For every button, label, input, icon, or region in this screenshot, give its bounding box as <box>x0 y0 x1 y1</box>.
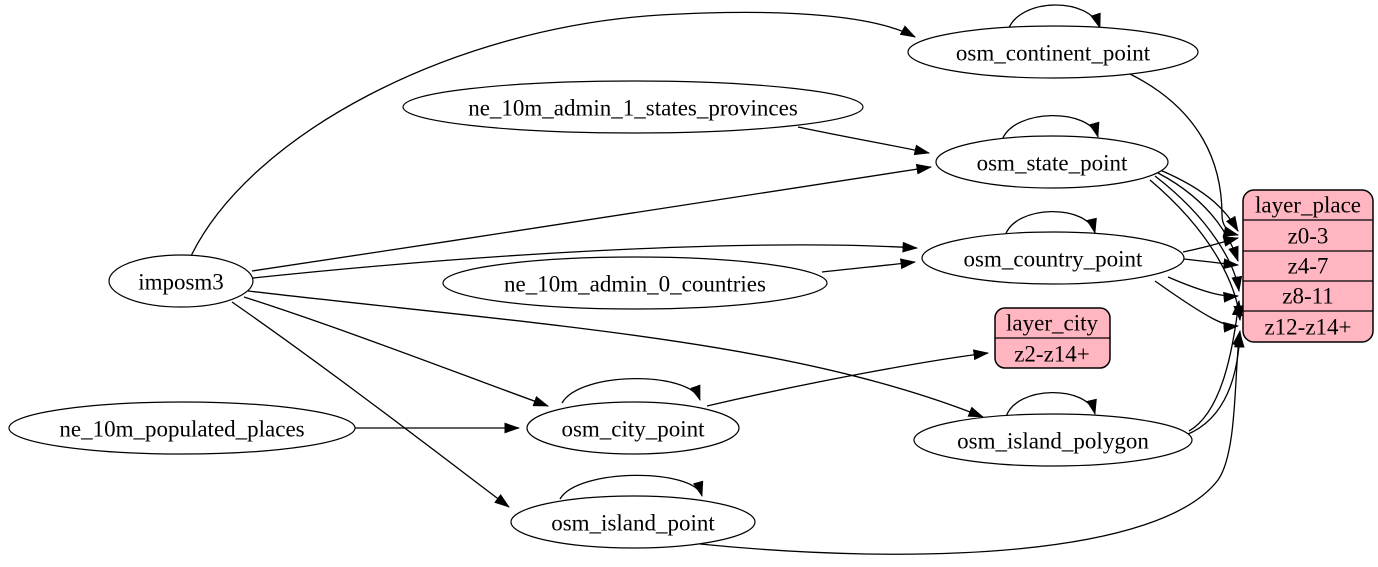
node-ne_10m_populated_places-shape <box>8 401 356 455</box>
self-loop-osm_continent_point <box>1007 4 1101 31</box>
node-osm_city_point-shape <box>526 401 740 455</box>
layer_place-row-z4-7: z4-7 <box>1288 254 1329 279</box>
edge-imposm3-osm_island_point <box>231 301 510 508</box>
node-osm_island_polygon-label: osm_island_polygon <box>957 429 1149 454</box>
node-layer_place: layer_place z0-3 z4-7 z8-11 z12-z14+ <box>1242 189 1374 343</box>
edge-osm_country_point-layer_place-z4-7 <box>1183 258 1240 270</box>
node-osm_island_polygon-shape <box>913 413 1193 467</box>
edge-imposm3-osm_state_point <box>251 163 933 272</box>
node-ne_10m_populated_places-label: ne_10m_populated_places <box>59 417 304 442</box>
node-layer_city: layer_city z2-z14+ <box>994 307 1111 369</box>
node-osm_continent_point-label: osm_continent_point <box>956 41 1151 66</box>
edge-osm_city_point-layer_city-z2-z14 <box>706 349 990 407</box>
node-imposm3: imposm3 <box>108 254 254 308</box>
node-osm_continent_point: osm_continent_point <box>907 25 1199 79</box>
layer_city-row-z2-z14: z2-z14+ <box>1014 342 1090 367</box>
self-loop-osm_state_point <box>1001 114 1100 141</box>
node-layer_city-title: layer_city <box>1006 311 1098 336</box>
node-osm_city_point: osm_city_point <box>526 401 740 455</box>
node-osm_state_point: osm_state_point <box>935 135 1169 189</box>
self-loop-osm_island_polygon <box>1005 391 1097 418</box>
edge-osm_state_point-layer_place-z0-3 <box>1159 169 1239 232</box>
node-osm_island_point-shape <box>510 495 756 549</box>
edge-osm_state_point-layer_place-z8-11 <box>1154 175 1243 293</box>
self-loop-osm_island_point <box>559 474 704 500</box>
node-ne_10m_admin_1_states_provinces: ne_10m_admin_1_states_provinces <box>402 80 864 134</box>
self-loop-osm_country_point <box>1004 210 1097 237</box>
node-ne_10m_populated_places: ne_10m_populated_places <box>8 401 356 455</box>
self-loop-osm_city_point <box>561 377 701 404</box>
layer_place-row-z8-11: z8-11 <box>1282 284 1334 309</box>
node-layer_place-title: layer_place <box>1255 193 1361 218</box>
node-ne_10m_admin_1_states_provinces-label: ne_10m_admin_1_states_provinces <box>468 96 798 121</box>
node-osm_country_point-shape <box>921 231 1185 285</box>
edge-osm_country_point-layer_place-z12-z14 <box>1154 280 1240 333</box>
node-osm_state_point-label: osm_state_point <box>977 151 1128 176</box>
edges <box>190 4 1245 555</box>
node-osm_island_polygon: osm_island_polygon <box>913 413 1193 467</box>
edge-osm_country_point-layer_place-z8-11 <box>1167 276 1240 303</box>
edge-osm_country_point-layer_place-z0-3 <box>1182 236 1240 253</box>
node-osm_island_point: osm_island_point <box>510 495 756 549</box>
node-osm_state_point-shape <box>935 135 1169 189</box>
node-layer_place-shape <box>1242 189 1374 343</box>
edge-osm_island_point-layer_place-z12-z14 <box>699 329 1243 555</box>
edge-ne_10m_admin_0_countries-osm_country_point <box>821 258 917 273</box>
node-imposm3-label: imposm3 <box>138 270 224 295</box>
edge-ne_10m_admin_1_states_provinces-osm_state_point <box>797 126 931 156</box>
edge-osm_island_polygon-layer_place-z12-z14 <box>1185 331 1245 436</box>
edge-imposm3-osm_city_point <box>243 296 550 407</box>
edge-imposm3-osm_island_polygon <box>247 290 985 418</box>
node-ne_10m_admin_0_countries-label: ne_10m_admin_0_countries <box>504 272 766 297</box>
node-ne_10m_admin_0_countries-shape <box>442 256 828 310</box>
node-ne_10m_admin_1_states_provinces-shape <box>402 80 864 134</box>
edge-imposm3-osm_country_point <box>252 241 919 279</box>
node-ne_10m_admin_0_countries: ne_10m_admin_0_countries <box>442 256 828 310</box>
layer_place-row-z0-3: z0-3 <box>1288 224 1329 249</box>
edge-osm_state_point-layer_place-z4-7 <box>1157 172 1239 263</box>
node-osm_city_point-label: osm_city_point <box>561 417 705 442</box>
node-osm_continent_point-shape <box>907 25 1199 79</box>
node-osm_island_point-label: osm_island_point <box>551 511 715 536</box>
node-osm_country_point: osm_country_point <box>921 231 1185 285</box>
edge-imposm3-osm_continent_point <box>190 11 916 257</box>
node-imposm3-shape <box>108 254 254 308</box>
edge-osm_island_polygon-layer_place-z8-11 <box>1188 299 1243 432</box>
layer_place-row-z12-z14: z12-z14+ <box>1264 315 1351 340</box>
node-osm_country_point-label: osm_country_point <box>964 247 1143 272</box>
